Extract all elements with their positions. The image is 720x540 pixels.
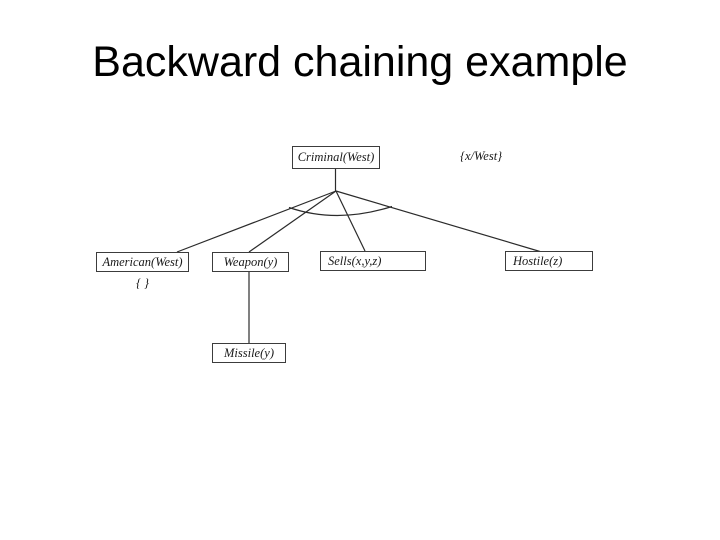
and-arc: [288, 205, 393, 217]
node-criminal-west: Criminal(West): [292, 146, 380, 169]
slide-title: Backward chaining example: [92, 38, 628, 86]
node-missile-y: Missile(y): [212, 343, 286, 363]
node-hostile-z: Hostile(z): [505, 251, 593, 271]
edge-criminal-hostile: [335, 190, 541, 253]
substitution-empty: { }: [135, 276, 150, 290]
node-weapon-y: Weapon(y): [212, 252, 289, 272]
edge-criminal-weapon: [248, 190, 337, 253]
node-criminal-west-label: Criminal(West): [297, 150, 375, 165]
substitution-x-west: {x/West}: [460, 149, 503, 163]
node-hostile-z-label: Hostile(z): [513, 253, 563, 268]
edge-criminal-american: [176, 190, 337, 253]
node-american-west-label: American(West): [102, 254, 183, 269]
node-american-west: American(West): [96, 252, 189, 272]
node-missile-y-label: Missile(y): [224, 345, 274, 360]
node-weapon-y-label: Weapon(y): [223, 254, 278, 269]
edge-criminal-sells: [335, 190, 366, 252]
node-sells-xyz-label: Sells(x,y,z): [328, 253, 382, 268]
node-sells-xyz: Sells(x,y,z): [320, 251, 426, 271]
